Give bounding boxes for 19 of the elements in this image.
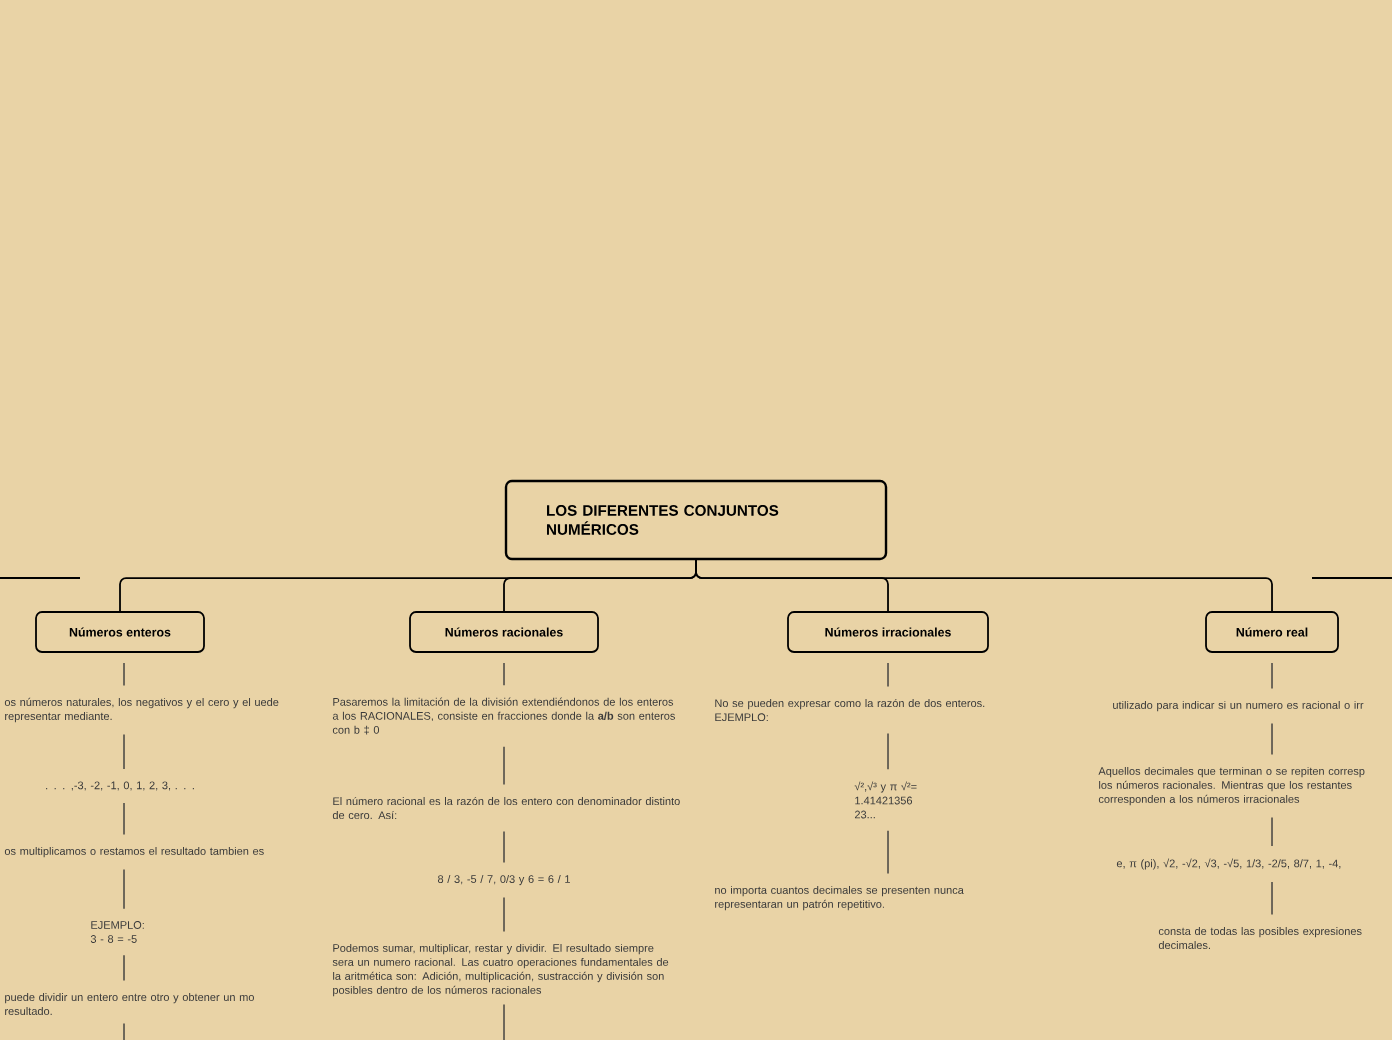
connector-line	[887, 830, 889, 875]
connector-line	[1271, 881, 1273, 916]
connector-line	[887, 732, 889, 770]
connector-line	[503, 1003, 505, 1040]
connector-line	[123, 662, 125, 687]
connector-line	[695, 559, 1273, 612]
connector-line	[1271, 816, 1273, 847]
connector-line	[887, 662, 889, 688]
connector-line	[503, 896, 505, 933]
connector-line	[503, 746, 505, 786]
connector-line	[503, 830, 505, 864]
connector-line	[123, 802, 125, 836]
connector-line	[123, 1022, 125, 1040]
connector-line	[1271, 662, 1273, 690]
connector-line	[503, 662, 505, 686]
connector-line	[123, 733, 125, 770]
connector-line	[123, 954, 125, 982]
connector-line	[123, 868, 125, 910]
connector-line	[1271, 722, 1273, 756]
